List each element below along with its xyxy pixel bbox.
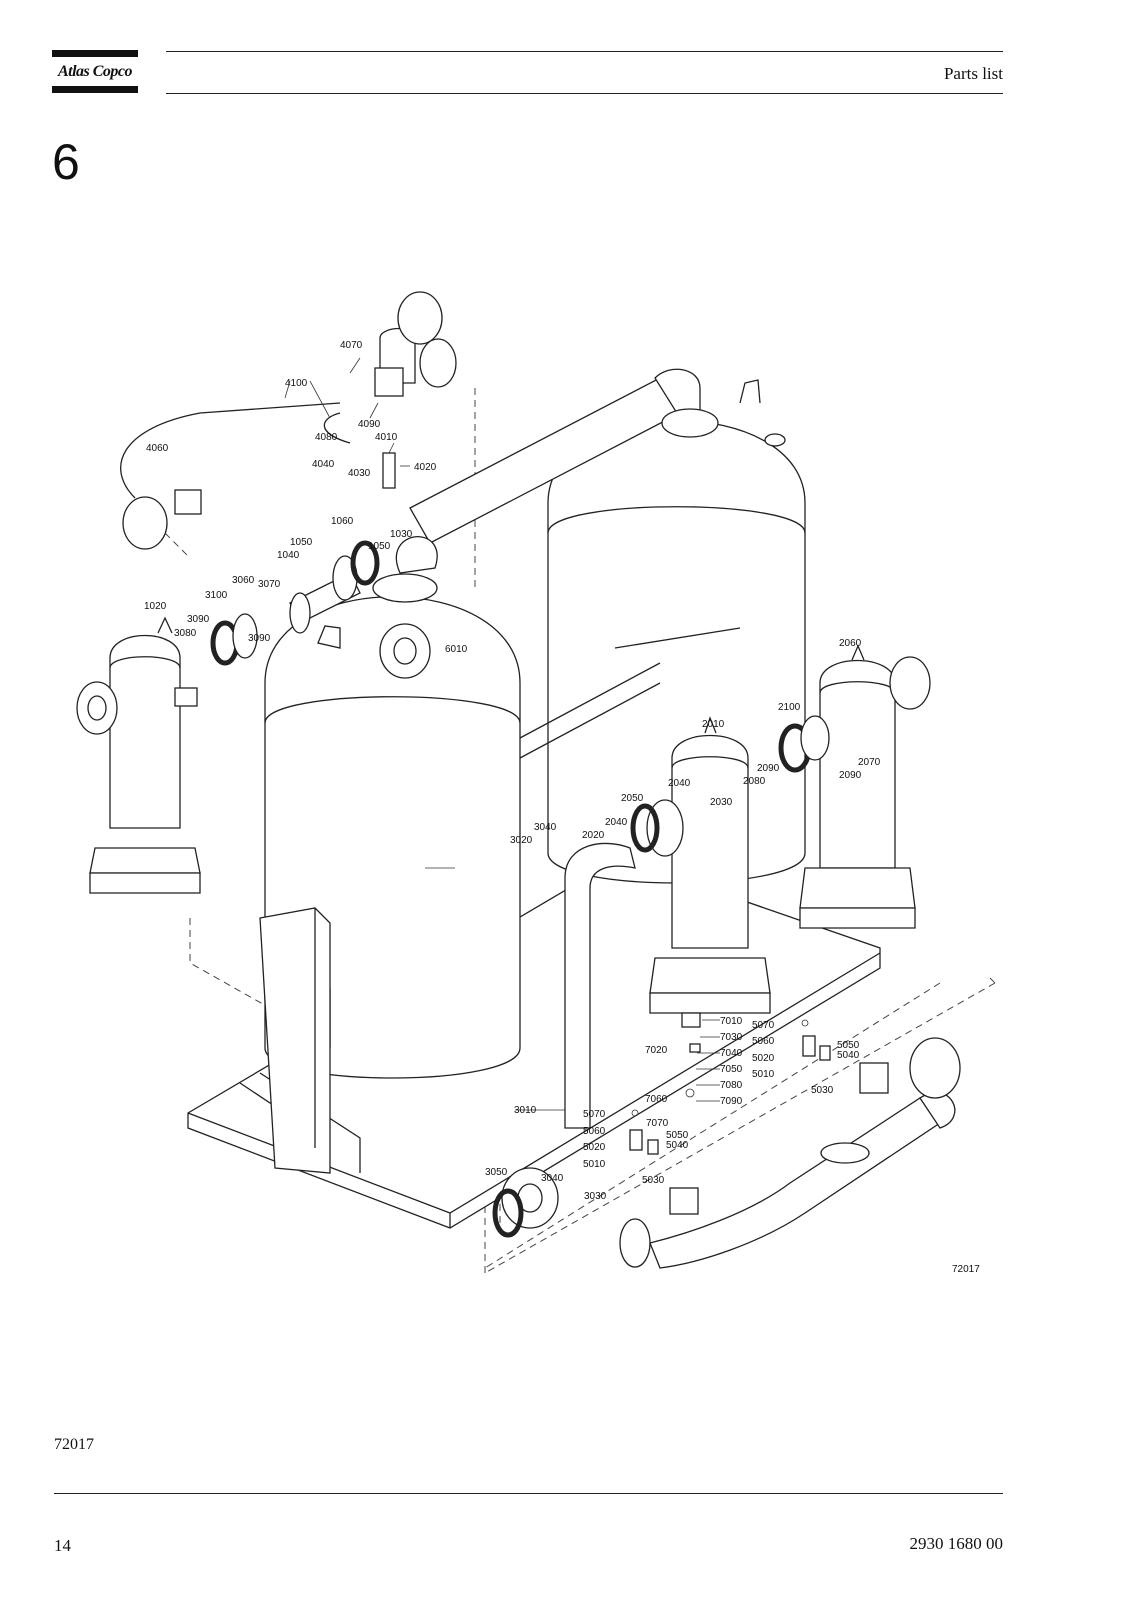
- part-label: 5020: [583, 1142, 606, 1153]
- part-label: 4100: [285, 378, 308, 389]
- header-title: Parts list: [943, 64, 1003, 83]
- part-label: 7070: [646, 1118, 669, 1129]
- atlas-copco-logo: Atlas Copco: [52, 50, 138, 94]
- part-label: 5010: [752, 1069, 775, 1080]
- part-label: 2040: [668, 778, 691, 789]
- part-label: 2080: [743, 776, 766, 787]
- document-number: 2930 1680 00: [909, 1534, 1004, 1553]
- part-label: 7060: [645, 1094, 668, 1105]
- part-label: 3040: [541, 1173, 564, 1184]
- part-label: 3050: [485, 1167, 508, 1178]
- top-valve-assembly: [120, 291, 457, 550]
- part-label: 7050: [720, 1064, 743, 1075]
- page-number: 14: [54, 1536, 71, 1555]
- part-label: 1040: [277, 550, 300, 561]
- lower-right-pipe: [619, 1037, 961, 1269]
- part-label: 2040: [605, 817, 628, 828]
- part-label: 5030: [642, 1175, 665, 1186]
- part-label: 3030: [584, 1191, 607, 1202]
- part-label: 1020: [144, 601, 167, 612]
- part-label: 4080: [315, 432, 338, 443]
- part-label: 3020: [510, 835, 533, 846]
- part-label: 2100: [778, 702, 801, 713]
- figure-reference: 72017: [54, 1436, 94, 1453]
- part-label: 3090: [248, 633, 271, 644]
- header-rule-bottom: [166, 93, 1003, 94]
- logo-bar-bottom: [52, 86, 138, 93]
- part-label: 2030: [710, 797, 733, 808]
- part-label: 5040: [837, 1050, 860, 1061]
- part-label: 2050: [621, 793, 644, 804]
- part-label: 3090: [187, 614, 210, 625]
- part-label: 5070: [752, 1020, 775, 1031]
- part-label: 7020: [645, 1045, 668, 1056]
- part-label: 2090: [757, 763, 780, 774]
- part-label: 3100: [205, 590, 228, 601]
- exploded-view-svg: 4070 4100 4080 4090 4010 4040 4030 4020 …: [76, 291, 996, 1275]
- part-label: 2020: [582, 830, 605, 841]
- header-rule-top: [166, 51, 1003, 52]
- part-label: 5020: [752, 1053, 775, 1064]
- part-label: 7080: [720, 1080, 743, 1091]
- part-label: 5050: [666, 1130, 689, 1141]
- part-label: 2070: [858, 757, 881, 768]
- part-label: 7040: [720, 1048, 743, 1059]
- part-labels: 4070 4100 4080 4090 4010 4040 4030 4020 …: [144, 340, 980, 1275]
- part-label: 4090: [358, 419, 381, 430]
- part-label: 7010: [720, 1016, 743, 1027]
- filter-1020: [76, 616, 201, 894]
- part-label: 5070: [583, 1109, 606, 1120]
- vessel-flange-6010: [317, 623, 431, 679]
- part-label: 5060: [583, 1126, 606, 1137]
- part-label: 5010: [583, 1159, 606, 1170]
- part-label: 3010: [514, 1105, 537, 1116]
- part-label: 7030: [720, 1032, 743, 1043]
- logo-bar-top: [52, 50, 138, 57]
- part-label: 3070: [258, 579, 281, 590]
- part-label: 1030: [390, 529, 413, 540]
- part-label: 1050: [368, 541, 391, 552]
- part-label: 6010: [445, 644, 468, 655]
- riser-pipe-3010: [492, 842, 636, 1238]
- part-label: 4030: [348, 468, 371, 479]
- chapter-number: 6: [52, 134, 80, 190]
- upper-left-spool: [210, 540, 380, 666]
- filter-2010: [630, 716, 771, 1014]
- part-label: 5060: [752, 1036, 775, 1047]
- part-label: 5050: [837, 1040, 860, 1051]
- part-label: 4010: [375, 432, 398, 443]
- left-vessel: [259, 596, 521, 1174]
- part-label: 4040: [312, 459, 335, 470]
- exploded-view-drawing: 4070 4100 4080 4090 4010 4040 4030 4020 …: [60, 268, 1010, 1303]
- part-label: 1060: [331, 516, 354, 527]
- top-pipe: [372, 368, 786, 603]
- filter-2060: [778, 644, 931, 929]
- part-label: 3040: [534, 822, 557, 833]
- part-label: 2010: [702, 719, 725, 730]
- part-label: 2090: [839, 770, 862, 781]
- part-label: 5040: [666, 1140, 689, 1151]
- part-label: 4070: [340, 340, 363, 351]
- part-label: 72017: [952, 1264, 980, 1275]
- part-label: 4020: [414, 462, 437, 473]
- part-label: 1050: [290, 537, 313, 548]
- part-label: 3080: [174, 628, 197, 639]
- part-label: 7090: [720, 1096, 743, 1107]
- leader-lines: [284, 357, 720, 1111]
- small-parts: [629, 1012, 831, 1155]
- part-label: 5030: [811, 1085, 834, 1096]
- part-label: 2060: [839, 638, 862, 649]
- footer-rule: [54, 1493, 1003, 1494]
- part-label: 4060: [146, 443, 169, 454]
- logo-wordmark: Atlas Copco: [57, 63, 133, 80]
- part-label: 3060: [232, 575, 255, 586]
